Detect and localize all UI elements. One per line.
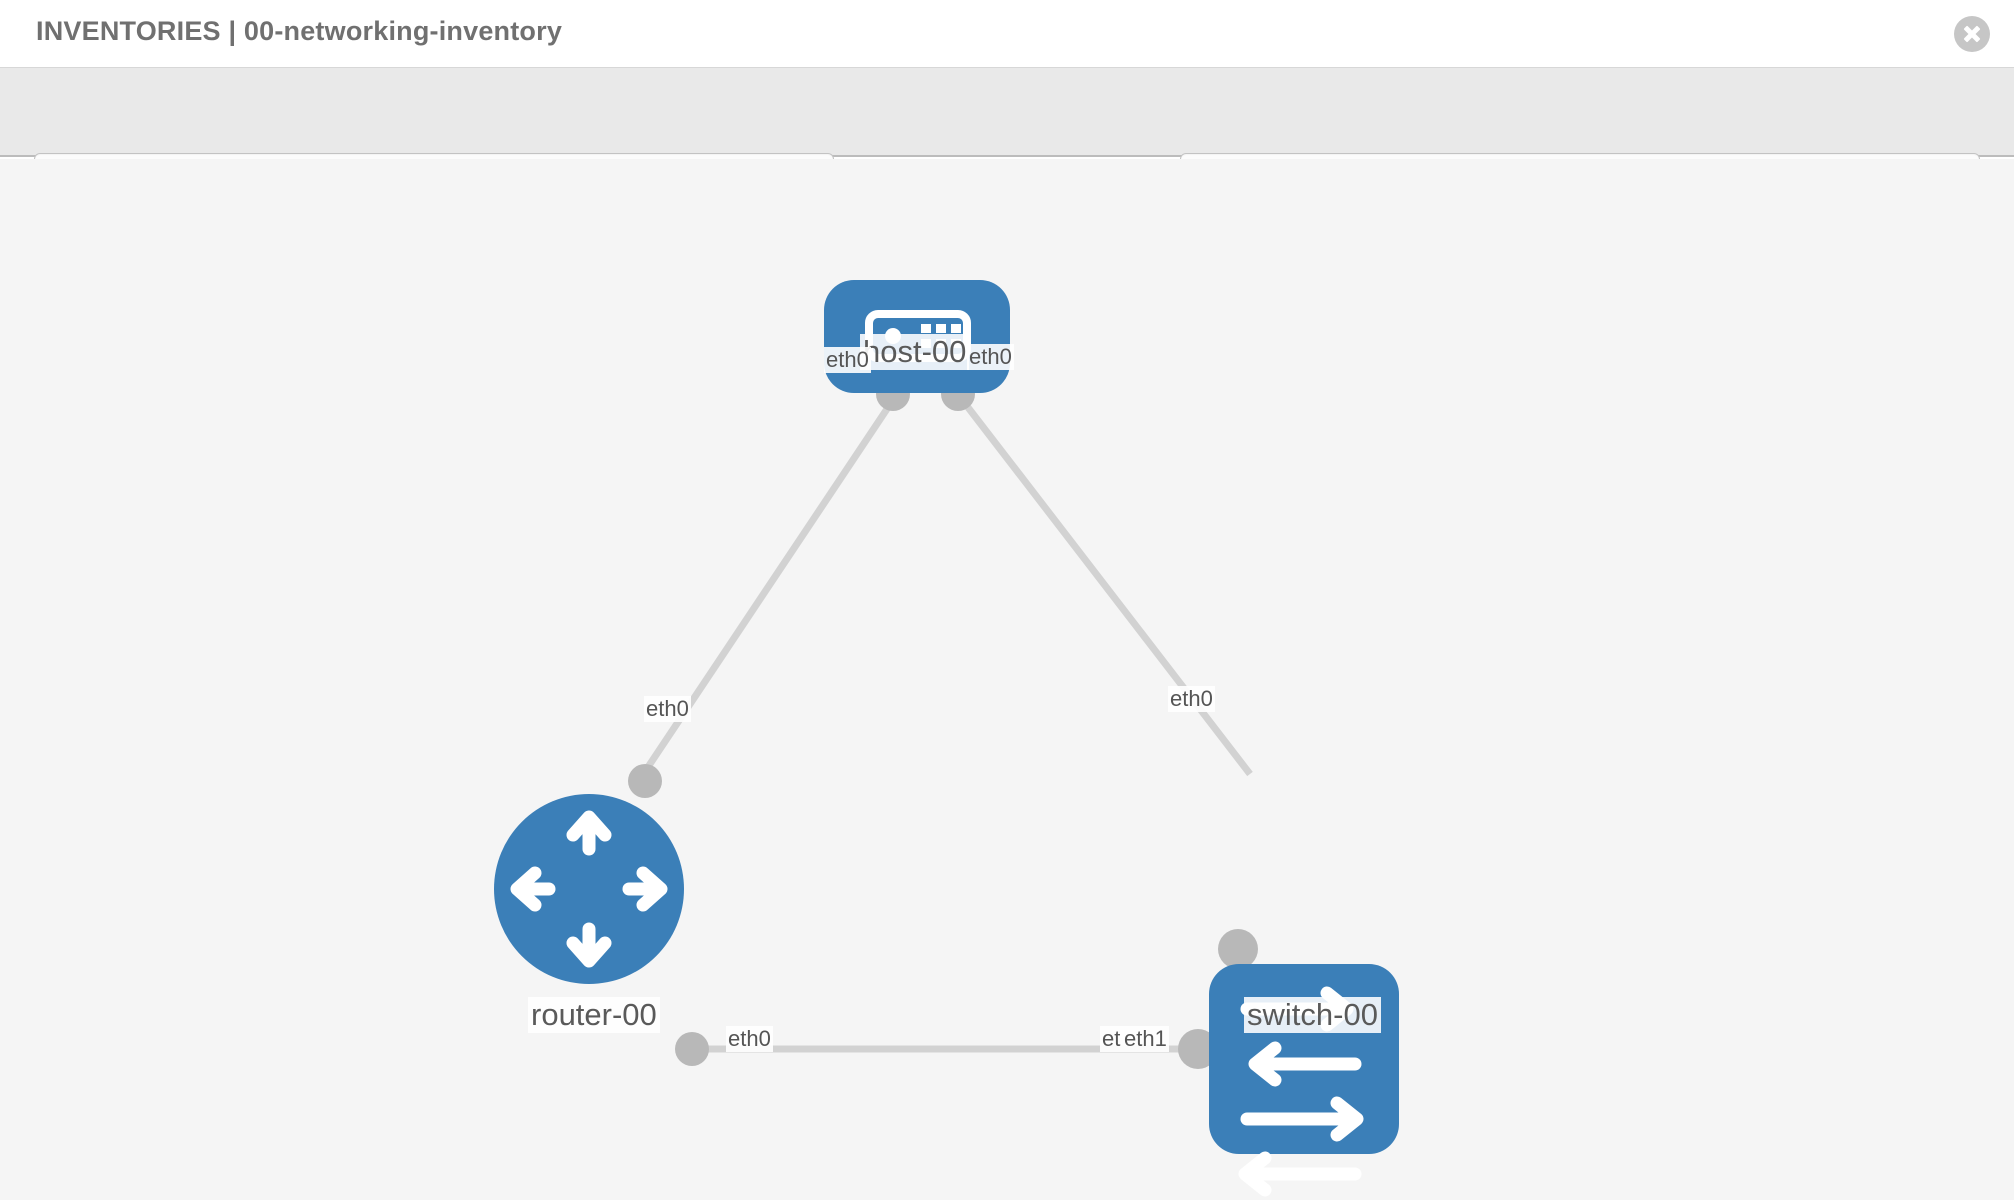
header-bar: INVENTORIES | 00-networking-inventory <box>0 0 2014 68</box>
connector-switch-left <box>1178 1029 1218 1069</box>
edge-label-switch-left-eth1: eth1 <box>1122 1026 1169 1052</box>
edge-label-router-right-eth0: eth0 <box>726 1026 773 1052</box>
topology-canvas[interactable]: host-00 router-00 switch-00 eth0 eth0 et… <box>0 159 2014 1200</box>
toolbar: ACTIONS SEARCH <box>0 68 2014 207</box>
node-router-00[interactable] <box>494 794 684 984</box>
topology-graph <box>494 280 1399 1197</box>
topology-connectors <box>628 377 1258 1069</box>
close-icon[interactable] <box>1954 16 1990 52</box>
edge-label-router-up-eth0: eth0 <box>644 696 691 722</box>
connector-switch-top <box>1218 929 1258 969</box>
edge-label-host-left-eth0: eth0 <box>824 347 871 373</box>
node-label-router-00: router-00 <box>528 997 660 1033</box>
topology-links <box>637 394 1253 1053</box>
connector-router-right <box>675 1032 709 1066</box>
page-title: INVENTORIES | 00-networking-inventory <box>36 16 563 46</box>
connector-router-top <box>628 764 662 798</box>
edge-label-host-right-eth0: eth0 <box>967 344 1014 370</box>
edge-label-switch-up-eth0: eth0 <box>1168 686 1215 712</box>
node-label-host-00: host-00 <box>860 334 970 370</box>
edge-label-switch-left-partial: et <box>1100 1026 1123 1052</box>
link-host-switch <box>957 394 1253 777</box>
node-label-switch-00: switch-00 <box>1244 997 1381 1033</box>
